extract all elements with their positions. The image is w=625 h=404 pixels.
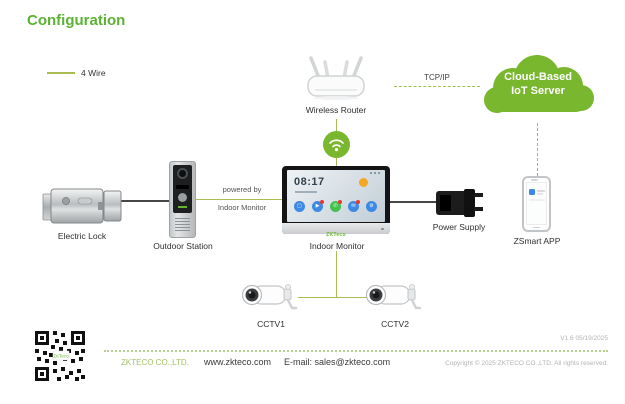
station-face (173, 165, 192, 213)
power-supply-label: Power Supply (432, 222, 486, 232)
monitor-statusbar-icons (370, 172, 382, 174)
message-icon: ✉ (348, 200, 360, 212)
wire-router-to-wifi (336, 119, 337, 131)
settings-icon: ⚙ (366, 201, 377, 212)
footer-website-link[interactable]: www.zkteco.com (204, 357, 272, 367)
phone-home-bar (533, 226, 540, 228)
qr-code: ZKTeco (33, 329, 87, 383)
wifi-icon (329, 139, 344, 152)
wire-branch-cctv2 (337, 297, 368, 298)
footer-divider (104, 350, 608, 352)
doc-version: V1.6 05/19/2025 (560, 335, 608, 342)
call-icon: ✆ (330, 200, 342, 212)
monitor-brand-logo: ZKTeco (326, 232, 346, 238)
cloud-label-line2: IoT Server (511, 84, 565, 97)
outdoor-station-icon (169, 161, 196, 238)
legend-4wire-label: 4 Wire (81, 68, 106, 78)
legend-4wire-line (47, 72, 75, 74)
phone-text-line (529, 199, 545, 201)
indoor-monitor-label: Indoor Monitor (309, 241, 365, 251)
power-supply-icon (436, 189, 483, 217)
wire-lock-to-station (112, 200, 170, 202)
station-grille (175, 218, 190, 232)
weather-sun-icon (359, 178, 368, 187)
wire-cloud-to-app (537, 123, 538, 176)
cloud-server-label: Cloud-Based IoT Server (487, 71, 589, 98)
powered-by-label-line2: Indoor Monitor (217, 203, 267, 212)
monitor-date-line (295, 191, 317, 193)
playback-icon: ▶ (312, 200, 324, 212)
tcpip-label: TCP/IP (424, 73, 450, 82)
phone-screen (526, 182, 547, 225)
svg-text:ZKTeco: ZKTeco (53, 354, 69, 359)
electric-lock-label: Electric Lock (57, 231, 107, 241)
cctv1-label: CCTV1 (257, 319, 285, 329)
monitor-app-row: ▢ ▶ ✆ ✉ ⚙ (294, 200, 377, 212)
wire-router-to-cloud (394, 86, 480, 87)
monitor-clock: 08:17 (294, 176, 325, 188)
zsmart-app-icon (529, 189, 535, 195)
electric-lock-icon (42, 188, 122, 224)
monitor-bezel: ZKTeco (282, 223, 390, 238)
wireless-router-label: Wireless Router (305, 105, 367, 115)
station-speaker-slot (176, 185, 189, 189)
station-call-button (178, 193, 187, 202)
zsmart-app-label: ZSmart APP (513, 236, 561, 246)
monitor-mic-hole (381, 228, 384, 230)
wireless-router-icon (307, 56, 365, 100)
live-view-icon: ▢ (294, 201, 305, 212)
cloud-icon (484, 55, 594, 113)
phone-text-line (537, 193, 543, 195)
wire-branch-cctv1 (298, 297, 337, 298)
wire-monitor-to-cctv (336, 251, 337, 298)
phone-text-line (537, 190, 545, 192)
monitor-screen: 08:17 ▢ ▶ ✆ ✉ ⚙ (287, 170, 385, 222)
outdoor-station-label: Outdoor Station (153, 241, 213, 251)
indoor-monitor-icon: 08:17 ▢ ▶ ✆ ✉ ⚙ ZKTeco (282, 166, 390, 238)
wire-station-to-monitor (196, 199, 283, 200)
powered-by-label-line1: powered by (222, 185, 262, 194)
phone-notch (531, 179, 538, 181)
page-title: Configuration (27, 12, 126, 29)
cctv1-camera-icon (242, 284, 298, 310)
smartphone-icon (522, 176, 551, 232)
cctv2-camera-icon (366, 284, 422, 310)
station-logo (178, 206, 187, 208)
wire-wifi-to-monitor (336, 157, 337, 167)
wifi-badge (323, 131, 350, 158)
station-camera-icon (177, 168, 188, 179)
cloud-label-line1: Cloud-Based (504, 71, 572, 83)
cctv2-label: CCTV2 (381, 319, 409, 329)
wire-monitor-to-power (390, 201, 440, 203)
footer-copyright: Copyright © 2025 ZKTECO CO.,LTD. All rig… (445, 360, 608, 367)
footer-email-link[interactable]: E-mail: sales@zkteco.com (284, 357, 391, 367)
footer-company: ZKTECO CO.,LTD. (121, 358, 189, 367)
